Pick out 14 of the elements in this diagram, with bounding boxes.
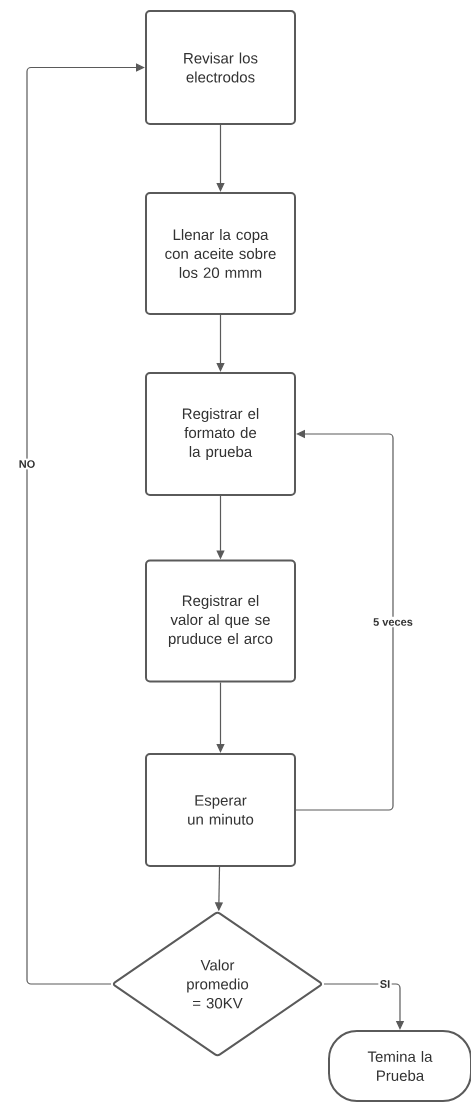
process-box: Llenar la copa con aceite sobre los 20 mmm — [145, 192, 296, 315]
arrow — [26, 63, 145, 985]
arrow — [323, 983, 405, 1030]
process-box: Registrar el valor al que se pruduce el arco — [145, 559, 296, 683]
arrow — [216, 314, 225, 372]
arrow — [216, 124, 225, 192]
process-box: Registrar el formato de la prueba — [145, 372, 296, 496]
process-box: Esperar un minuto — [145, 753, 296, 867]
terminal-box: Temina la Prueba — [328, 1030, 471, 1102]
arrow — [216, 681, 225, 753]
process-box: Revisar los electrodos — [145, 10, 296, 125]
edge-label: NO — [17, 458, 37, 470]
edge-label: SI — [378, 978, 392, 990]
edge-label: 5 veces — [371, 616, 415, 628]
